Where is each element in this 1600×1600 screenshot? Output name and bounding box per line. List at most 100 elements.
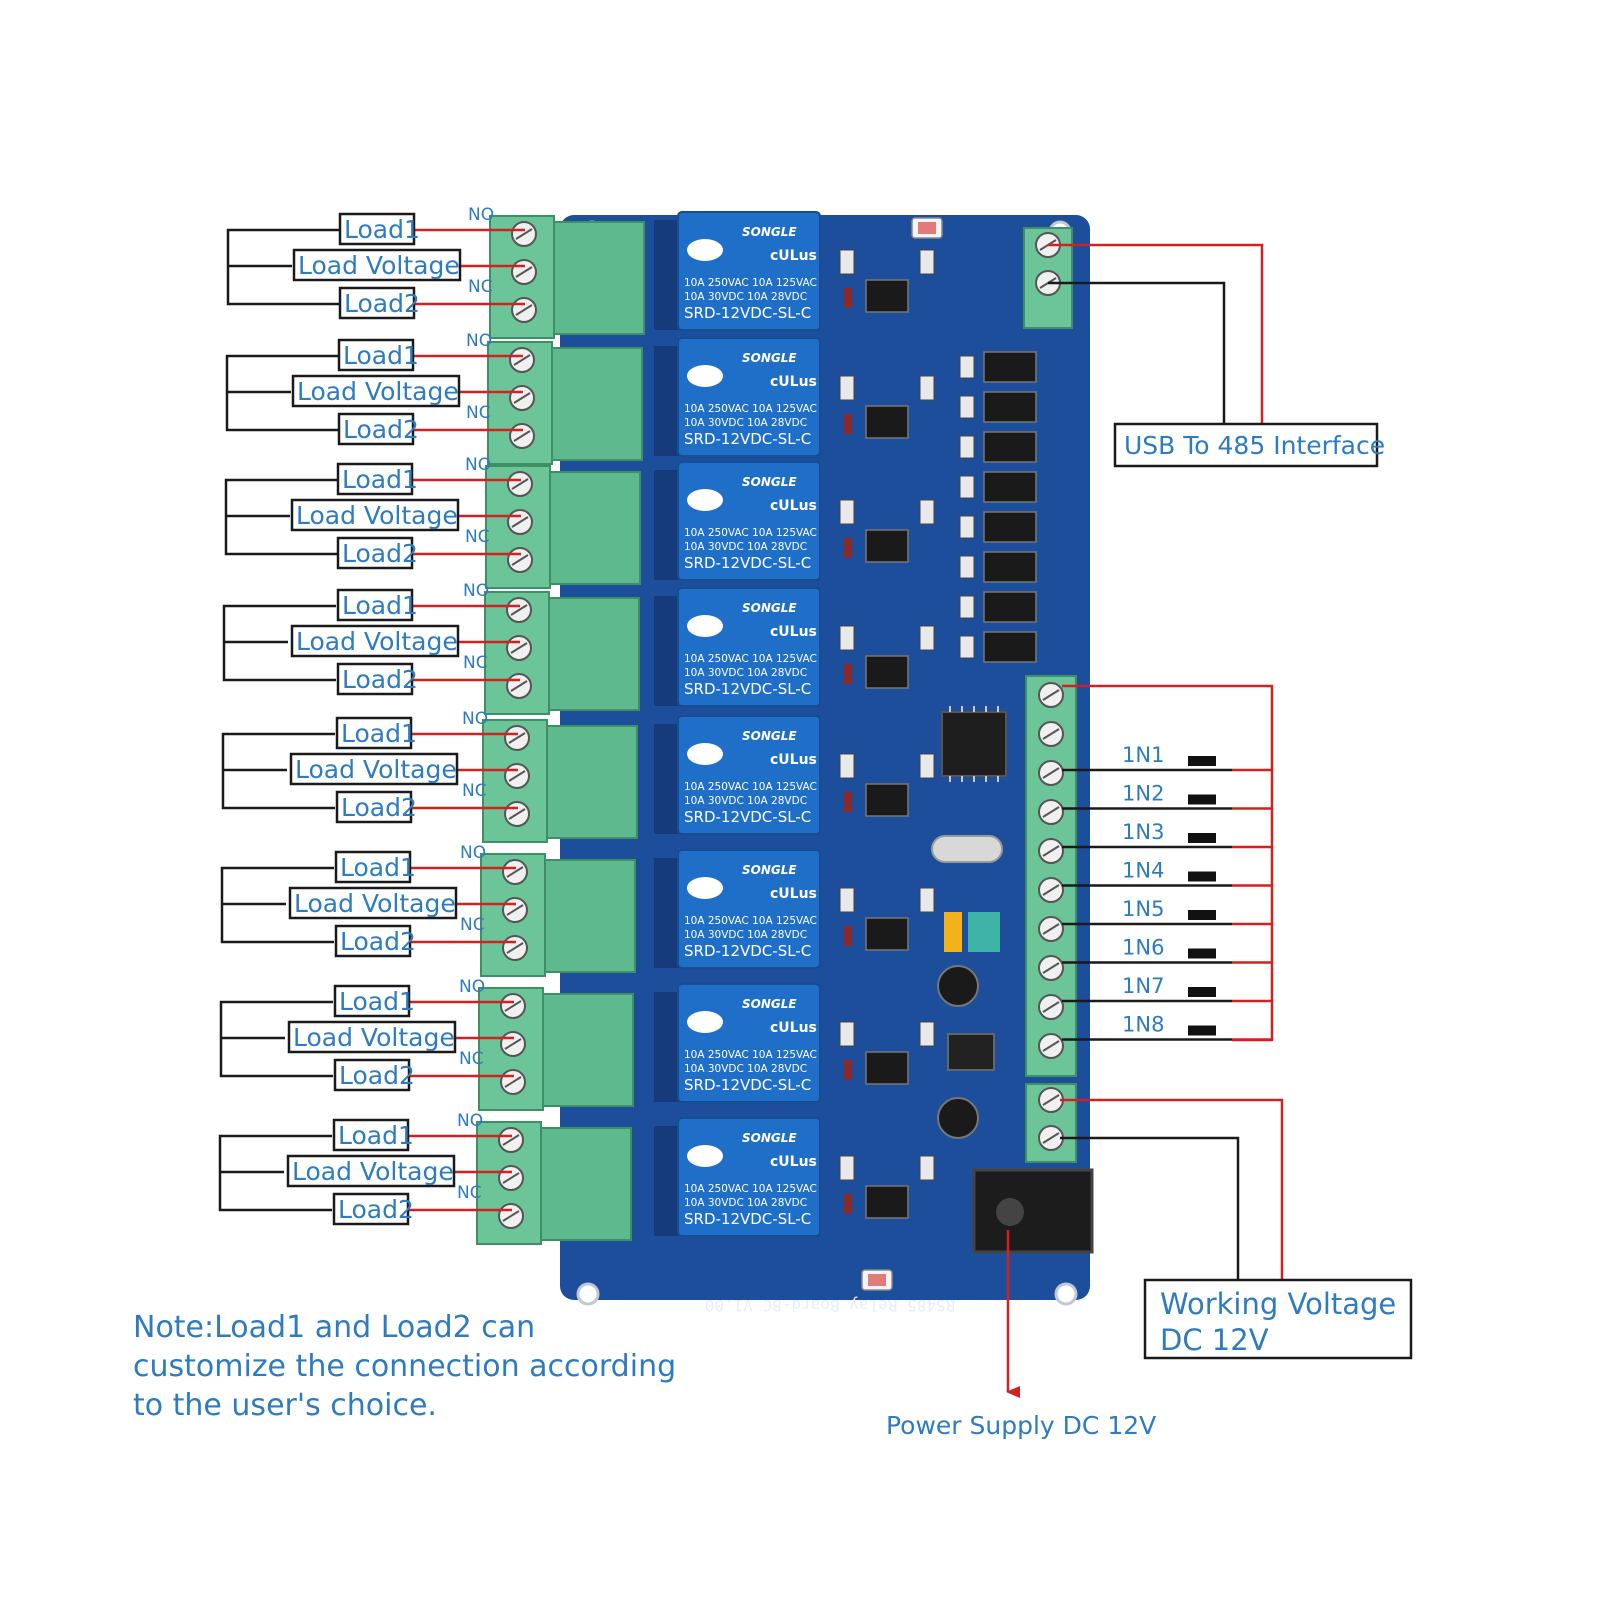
terminal-screw[interactable]: [511, 259, 537, 285]
relay-rating-2: 10A 30VDC 10A 28VDC: [684, 795, 807, 807]
relay-model: SRD-12VDC-SL-C: [684, 430, 811, 448]
terminal-screw[interactable]: [507, 509, 533, 535]
terminal-screw[interactable]: [1038, 1087, 1064, 1113]
relay-rating-2: 10A 30VDC 10A 28VDC: [684, 929, 807, 941]
terminal-screw[interactable]: [1038, 994, 1064, 1020]
load2-box: [332, 1192, 410, 1226]
smd-resistor: [959, 515, 975, 539]
terminal-screw[interactable]: [502, 859, 528, 885]
input-optocoupler: [983, 431, 1037, 463]
optocoupler: [865, 655, 909, 689]
screw-slot: [1042, 689, 1060, 701]
terminal-screw[interactable]: [506, 635, 532, 661]
terminal-screw[interactable]: [500, 1069, 526, 1095]
push-button-icon[interactable]: [1188, 948, 1216, 959]
terminal-screw[interactable]: [502, 897, 528, 923]
push-button-icon[interactable]: [1188, 756, 1216, 766]
smd-resistor: [959, 635, 975, 659]
terminal-screw[interactable]: [509, 347, 535, 373]
relay-rating-1: 10A 250VAC 10A 125VAC: [684, 403, 817, 415]
terminal-screw[interactable]: [1038, 1033, 1064, 1059]
screw-slot: [502, 1134, 520, 1146]
load-voltage-label: Load Voltage: [296, 627, 458, 656]
dc-power-jack[interactable]: [972, 1168, 1094, 1254]
terminal-screw[interactable]: [500, 1031, 526, 1057]
terminal-screw[interactable]: [509, 423, 535, 449]
output-terminal-block: [489, 215, 645, 339]
terminal-screw[interactable]: [1038, 955, 1064, 981]
terminal-screw[interactable]: [502, 935, 528, 961]
screw-slot: [502, 1210, 520, 1222]
led-indicator: [844, 414, 852, 434]
no-pin-label: NO: [459, 977, 485, 997]
terminal-screw[interactable]: [1038, 877, 1064, 903]
led-indicator: [844, 1060, 852, 1080]
load2-label: Load2: [339, 1061, 415, 1090]
push-button-icon[interactable]: [1188, 1025, 1216, 1036]
smd-resistor: [839, 625, 855, 651]
optocoupler: [865, 1185, 909, 1219]
terminal-screw[interactable]: [1038, 682, 1064, 708]
relay-shadow: [654, 1126, 680, 1236]
mcu-pins: [949, 706, 999, 782]
load1-label: Load1: [338, 1121, 414, 1150]
push-button-icon[interactable]: [1188, 871, 1216, 882]
terminal-screw[interactable]: [500, 993, 526, 1019]
relay-rating-1: 10A 250VAC 10A 125VAC: [684, 915, 817, 927]
terminal-screw[interactable]: [498, 1203, 524, 1229]
load1-box: [336, 462, 414, 496]
mount-hole: [576, 1282, 600, 1306]
load-voltage-box: [291, 374, 461, 408]
push-button-icon[interactable]: [1188, 987, 1216, 997]
cqc-logo-icon: [687, 1145, 723, 1167]
jumper-yellow[interactable]: [944, 912, 962, 952]
input-optocoupler: [983, 631, 1037, 663]
load2-label: Load2: [342, 665, 418, 694]
cqc-logo-icon: [687, 1011, 723, 1033]
jumper-teal[interactable]: [968, 912, 1000, 952]
relay-model: SRD-12VDC-SL-C: [684, 1210, 811, 1228]
screw-slot: [1042, 728, 1060, 740]
led-indicator: [844, 538, 852, 558]
screw-slot: [1042, 962, 1060, 974]
mcu-chip: [941, 711, 1007, 777]
nc-pin-label: NC: [466, 403, 491, 423]
terminal-screw[interactable]: [1038, 760, 1064, 786]
load1-box: [334, 850, 412, 884]
terminal-screw[interactable]: [1038, 799, 1064, 825]
terminal-screw[interactable]: [1038, 1125, 1064, 1151]
terminal-screw[interactable]: [1038, 838, 1064, 864]
optocoupler: [865, 783, 909, 817]
terminal-screw[interactable]: [511, 297, 537, 323]
screw-slot: [510, 604, 528, 616]
terminal-screw[interactable]: [498, 1127, 524, 1153]
cqc-logo-icon: [687, 615, 723, 637]
terminal-screw[interactable]: [507, 471, 533, 497]
load1-box: [332, 1118, 410, 1152]
terminal-screw[interactable]: [509, 385, 535, 411]
terminal-screw[interactable]: [1038, 916, 1064, 942]
push-button-icon[interactable]: [1188, 794, 1216, 805]
terminal-screw[interactable]: [504, 763, 530, 789]
terminal-screw[interactable]: [498, 1165, 524, 1191]
terminal-screw[interactable]: [511, 221, 537, 247]
terminal-screw[interactable]: [506, 597, 532, 623]
output-terminal-block: [476, 1121, 632, 1245]
terminal-screw[interactable]: [507, 547, 533, 573]
terminal-housing: [489, 215, 555, 339]
working-voltage-wire-pos: [1060, 1098, 1284, 1280]
nc-pin-label: NC: [468, 277, 493, 297]
terminal-screw[interactable]: [504, 725, 530, 751]
terminal-screw[interactable]: [1038, 721, 1064, 747]
push-button-icon[interactable]: [1188, 910, 1216, 920]
screw-slot: [1042, 1132, 1060, 1144]
terminal-screw[interactable]: [504, 801, 530, 827]
load-voltage-box: [286, 1154, 456, 1188]
output-terminal-block: [487, 341, 643, 465]
push-button-icon[interactable]: [1188, 833, 1216, 843]
relay-rating-1: 10A 250VAC 10A 125VAC: [684, 1049, 817, 1061]
terminal-screw[interactable]: [506, 673, 532, 699]
